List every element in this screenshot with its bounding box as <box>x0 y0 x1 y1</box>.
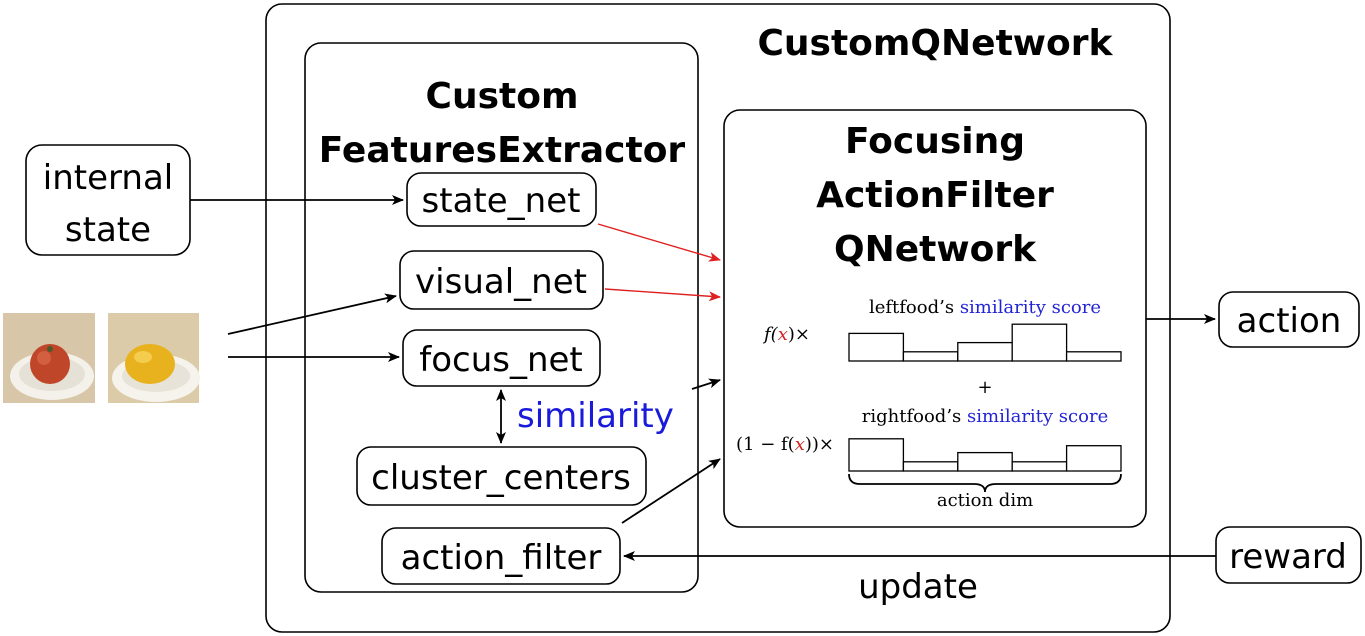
reward-label: reward <box>1229 537 1347 577</box>
plus-sign: + <box>977 377 992 398</box>
qnetwork-title-line2: ActionFilter <box>816 175 1054 216</box>
lemon-plate-photo <box>108 313 200 403</box>
leftfood-score-title: leftfood’s similarity score <box>869 297 1101 318</box>
qnetwork-title-line3: QNetwork <box>834 229 1037 270</box>
action-label: action <box>1237 301 1342 341</box>
rightfood-score-bars <box>848 438 1122 472</box>
visual-net-to-qnet-arrow <box>604 288 721 302</box>
internal-state-label-line1: internal <box>43 158 173 198</box>
focus-net-label: focus_net <box>419 340 583 380</box>
leftfood-score-bar-4 <box>1011 323 1068 362</box>
leftfood-score-bar-5 <box>1065 351 1122 362</box>
visual-net-label: visual_net <box>415 262 587 302</box>
reward-node: reward <box>1215 526 1362 584</box>
qnetwork-title-line1: Focusing <box>845 121 1025 162</box>
formula-top: f(x)× <box>762 324 810 345</box>
action-filter-node: action_filter <box>381 527 621 585</box>
state-net-node: state_net <box>406 172 597 227</box>
similarity-label: similarity <box>517 396 674 436</box>
cluster-centers-node: cluster_centers <box>356 446 647 506</box>
tomato-plate-photo <box>3 313 95 403</box>
action-filter-to-qnet-arrow <box>621 458 721 524</box>
leftfood-score-bar-3 <box>957 341 1013 362</box>
rightfood-score-title: rightfood’s similarity score <box>862 406 1108 427</box>
action-dim-label: action dim <box>937 490 1033 511</box>
focus-net-to-qnet-arrow <box>691 378 721 390</box>
cluster-centers-label: cluster_centers <box>371 458 631 498</box>
features-extractor-title-line1: Custom <box>426 76 579 117</box>
leftfood-score-bar-2 <box>902 351 959 362</box>
leftfood-score-bar-1 <box>848 332 905 362</box>
action-dim-brace <box>848 473 1122 493</box>
state-net-to-qnet-arrow <box>597 223 721 262</box>
formula-bottom: (1 − f(x))× <box>736 434 834 455</box>
rightfood-score-bar-3 <box>957 451 1013 472</box>
visual-net-node: visual_net <box>399 250 604 310</box>
image-to-visual-net-arrow <box>227 293 397 335</box>
custom-q-network-title: CustomQNetwork <box>758 23 1114 64</box>
rightfood-score-bar-2 <box>902 461 959 472</box>
features-extractor-box <box>304 42 699 593</box>
internal-state-node: internal state <box>25 144 191 256</box>
internal-state-label-line2: state <box>65 210 151 250</box>
state-net-label: state_net <box>422 181 581 221</box>
rightfood-score-bar-5 <box>1065 445 1122 472</box>
rightfood-score-bar-1 <box>848 438 905 472</box>
focus-net-node: focus_net <box>402 329 601 387</box>
action-filter-label: action_filter <box>401 538 602 578</box>
leftfood-score-bars <box>848 323 1122 362</box>
action-node: action <box>1218 291 1360 348</box>
update-label: update <box>858 567 978 607</box>
rightfood-score-bar-4 <box>1011 461 1068 472</box>
features-extractor-title-line2: FeaturesExtractor <box>319 130 686 171</box>
